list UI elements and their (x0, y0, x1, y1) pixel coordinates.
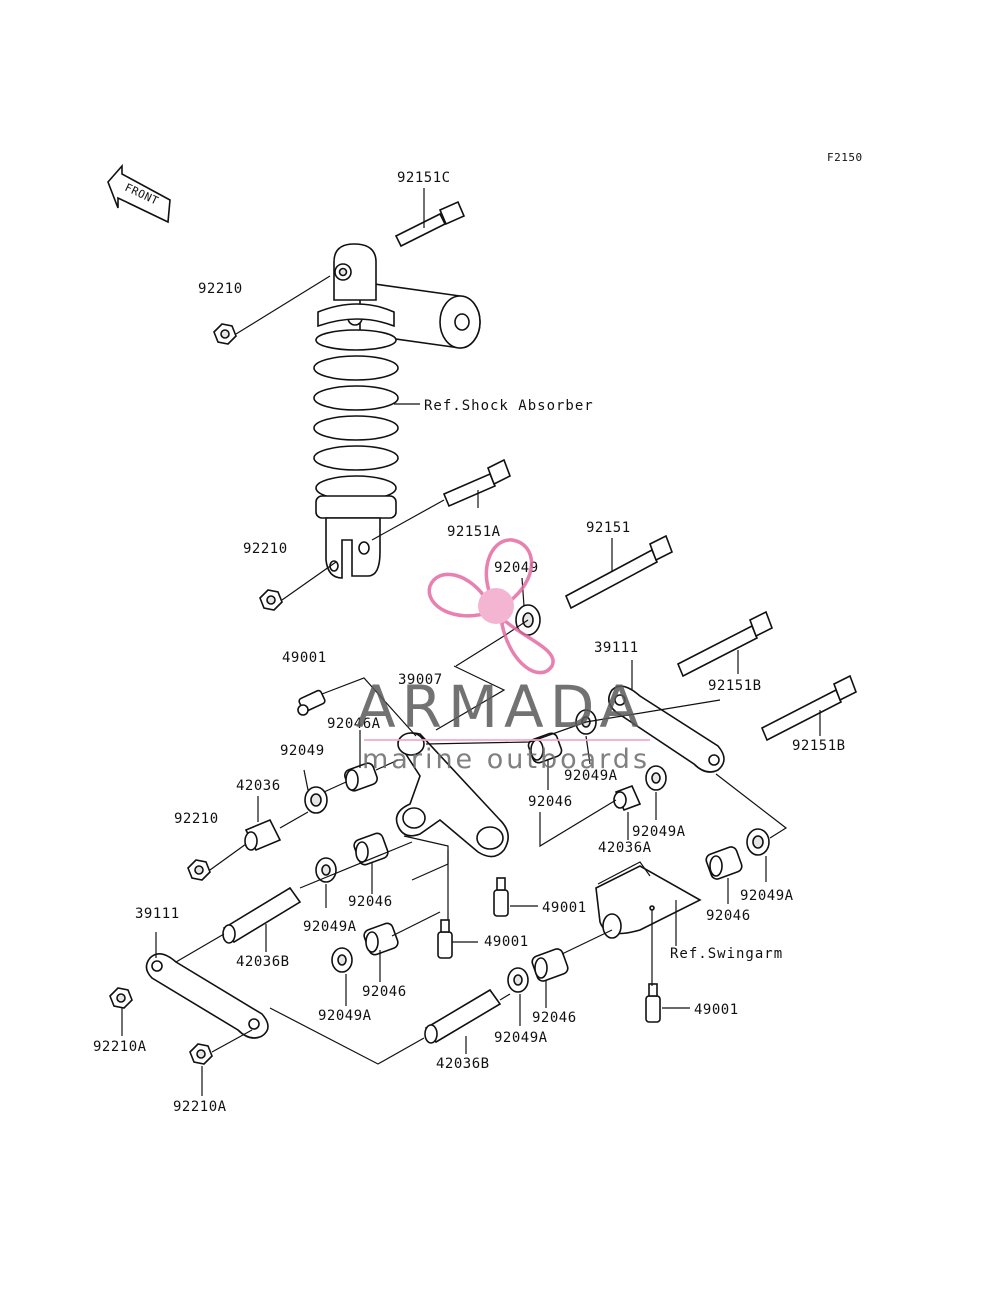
callout-42036: 42036 (236, 778, 281, 794)
callout-92151b-lower: 92151B (792, 738, 846, 754)
callout-92151b-upper: 92151B (708, 678, 762, 694)
callout-92210a-left: 92210A (93, 1039, 147, 1055)
bearing-92046-swing (531, 948, 569, 982)
callout-92210-upper: 92210 (198, 281, 243, 297)
tie-rod-39111-upper (608, 685, 725, 773)
watermark-title: ARMADA (356, 673, 645, 741)
collar-42036b-upper (222, 886, 302, 944)
bolt-92151a (442, 458, 512, 508)
callout-92046-mid: 92046 (348, 894, 393, 910)
leader-lines (121, 188, 821, 1096)
callout-42036b-upper: 42036B (236, 954, 290, 970)
rocker-arm-39007 (395, 732, 509, 858)
callout-92046-low: 92046 (362, 984, 407, 1000)
callout-92151c: 92151C (397, 170, 451, 186)
nut-92210a-bottom (189, 1043, 213, 1065)
callout-92151: 92151 (586, 520, 631, 536)
callout-92046-center: 92046 (528, 794, 573, 810)
bolt-92151b-lower (760, 674, 858, 742)
shock-absorber (313, 243, 481, 579)
ref-shock-absorber-label: Ref.Shock Absorber (424, 398, 594, 414)
armada-watermark: ARMADA marine outboards (356, 538, 650, 775)
collar-42036b-lower (424, 988, 502, 1044)
propeller-logo-icon (427, 538, 555, 675)
grease-nipple-49001-top (297, 689, 326, 716)
bearing-92046-right (705, 846, 743, 880)
callout-39007: 39007 (398, 672, 443, 688)
ref-swingarm-label: Ref.Swingarm (670, 946, 783, 962)
callout-92151a: 92151A (447, 524, 501, 540)
nut-92210a-left (109, 987, 133, 1009)
seal-92049a-4 (331, 947, 353, 973)
seal-92049a-6 (746, 828, 770, 856)
callout-49001-top: 49001 (282, 650, 327, 666)
callout-42036b-lower: 42036B (436, 1056, 490, 1072)
grease-nipple-49001-c (645, 983, 661, 1023)
callout-49001-c: 49001 (694, 1002, 739, 1018)
callout-39111-lower: 39111 (135, 906, 180, 922)
bearing-92046a (344, 762, 378, 792)
callout-92049a-6: 92049A (740, 888, 794, 904)
figure-code: F2150 (827, 151, 863, 164)
nut-92210-upper (213, 323, 237, 345)
tie-rod-39111-lower (145, 953, 269, 1039)
seal-92049-left (304, 786, 328, 814)
callout-92046-swing: 92046 (532, 1010, 577, 1026)
nut-92210-shock-lower (259, 589, 283, 611)
callout-92046-right: 92046 (706, 908, 751, 924)
seal-92049a-2 (645, 765, 667, 791)
callout-92210-lower: 92210 (243, 541, 288, 557)
bolt-92151b-upper (676, 610, 774, 678)
part-callouts: 92151C 92210 92210 92151A 92151 92049 49… (93, 170, 846, 1115)
collar-42036a (613, 784, 642, 812)
seal-92049a-3 (315, 857, 337, 883)
callout-49001-b: 49001 (484, 934, 529, 950)
bearing-92046-low (363, 922, 399, 956)
callout-92210a-bottom: 92210A (173, 1099, 227, 1115)
watermark-subtitle: marine outboards (362, 744, 650, 775)
callout-92049-top: 92049 (494, 560, 539, 576)
callout-92046a: 92046A (327, 716, 381, 732)
grease-nipple-49001-b (437, 919, 453, 959)
callout-92049-left: 92049 (280, 743, 325, 759)
bolt-92151 (564, 534, 674, 610)
callout-92049a-4: 92049A (318, 1008, 372, 1024)
bolt-92151c (394, 200, 466, 248)
callout-92049a-3: 92049A (303, 919, 357, 935)
collar-42036 (244, 818, 282, 852)
callout-39111-upper: 39111 (594, 640, 639, 656)
callout-92049a-1: 92049A (564, 768, 618, 784)
callout-92049a-5: 92049A (494, 1030, 548, 1046)
callout-49001-a: 49001 (542, 900, 587, 916)
callout-92049a-2: 92049A (632, 824, 686, 840)
callout-92210-left: 92210 (174, 811, 219, 827)
nut-92210-left (187, 859, 211, 881)
front-arrow-icon: FRONT (107, 163, 171, 224)
callout-42036a: 42036A (598, 840, 652, 856)
grease-nipple-49001-a (493, 877, 509, 917)
seal-92049a-5 (507, 967, 529, 993)
bearing-92046-mid (353, 832, 389, 866)
